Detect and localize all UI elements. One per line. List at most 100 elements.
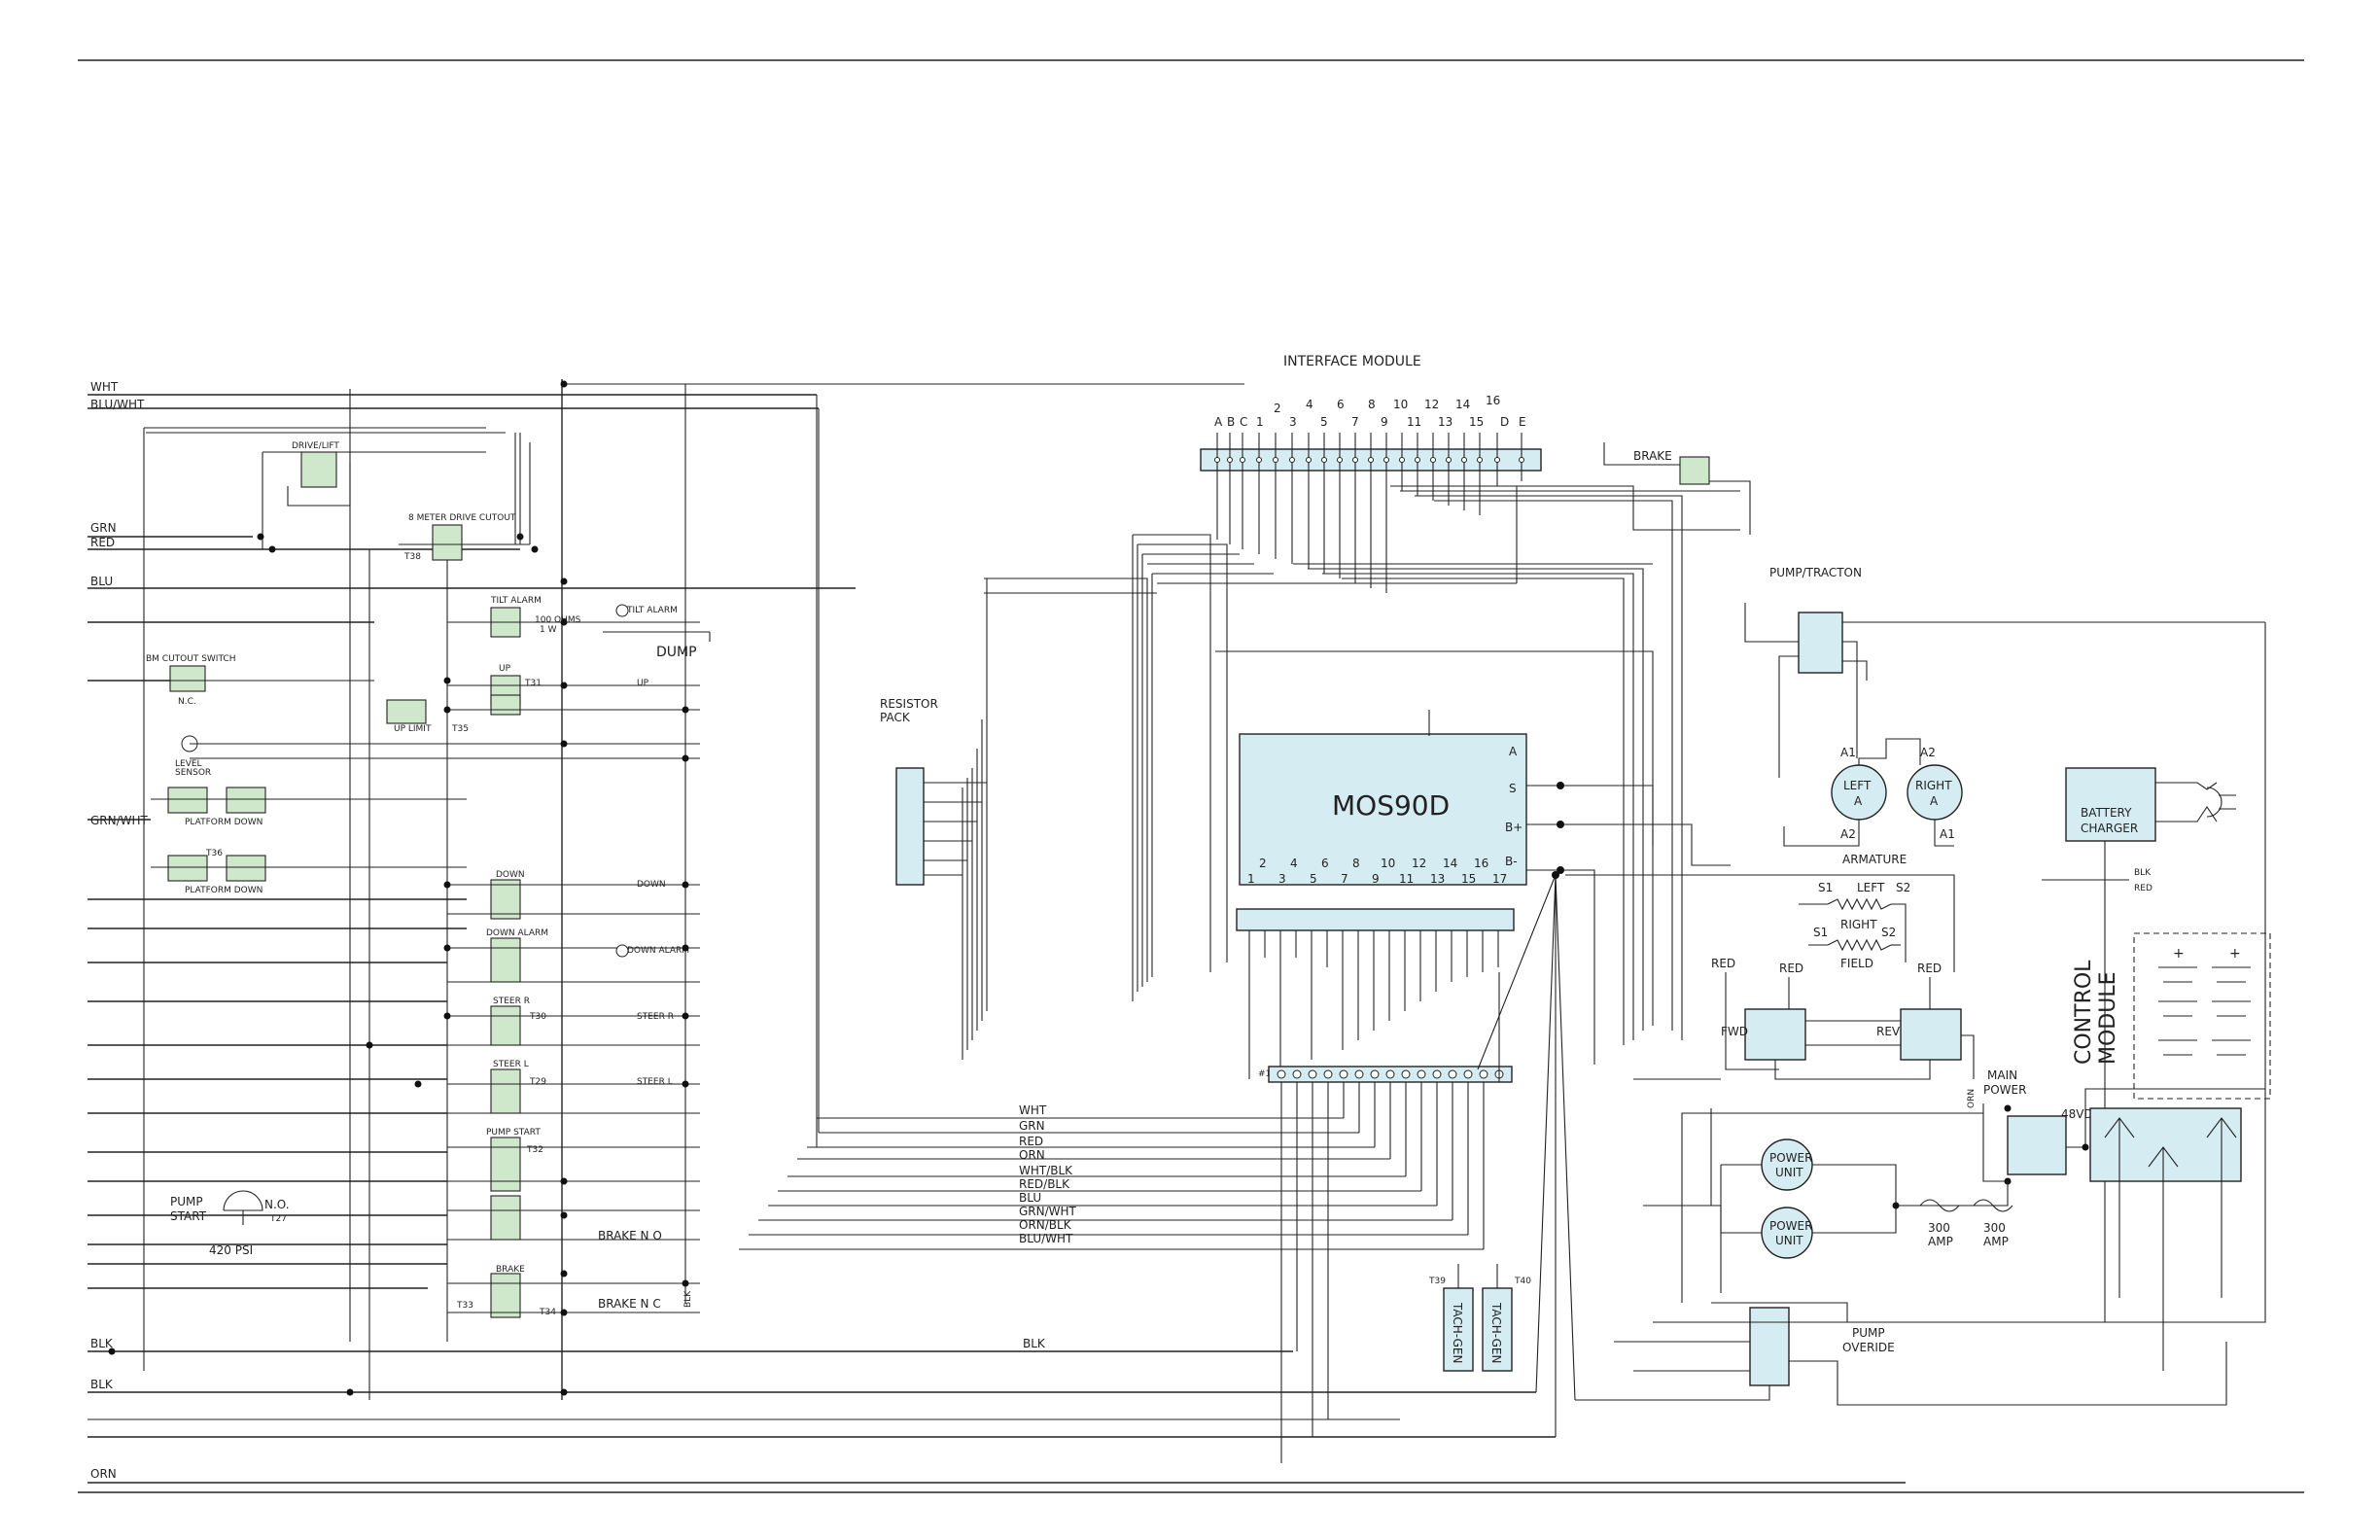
brake-nc-label: BRAKE N C [598, 1297, 661, 1311]
svg-text:BLK: BLK [1023, 1337, 1046, 1350]
pump-overide-contactor [1749, 1307, 1790, 1386]
svg-text:3: 3 [1289, 415, 1297, 429]
left-motor-label-2: A [1854, 794, 1863, 808]
field-wires [1565, 874, 1955, 972]
svg-text:9: 9 [1372, 872, 1380, 886]
svg-text:13: 13 [1430, 872, 1445, 886]
tach-gen-1-label: TACH-GEN [1451, 1302, 1464, 1363]
svg-text:4: 4 [1290, 857, 1298, 870]
fuse-1-label: 300 [1928, 1221, 1950, 1235]
drive-lift-switch [262, 451, 486, 549]
pump-start-relay [447, 1137, 700, 1192]
down-valve-label: DOWN [637, 880, 666, 890]
platform-down-label-2: PLATFORM DOWN [185, 886, 262, 895]
steer-l-valve-label: STEER L [637, 1077, 673, 1087]
main-power-contactor [2007, 1115, 2067, 1175]
mos90d-junctions [1557, 782, 1564, 874]
t40-label: T40 [1514, 1277, 1531, 1286]
pump-start-sw-label-2: START [170, 1209, 207, 1223]
t33-label: T33 [456, 1301, 473, 1311]
fuses [1919, 1199, 2013, 1212]
svg-text:16: 16 [1486, 394, 1500, 407]
svg-text:RED/BLK: RED/BLK [1019, 1177, 1070, 1191]
mos90d-bottom-pins-upper: 2 4 6 8 10 12 14 16 [1259, 857, 1488, 870]
svg-text:RED: RED [1019, 1135, 1043, 1148]
power-unit-2 [1761, 1207, 1813, 1259]
orn-label: ORN [1967, 1089, 1977, 1108]
right-field-label: RIGHT [1840, 918, 1877, 931]
rev-contactor [1900, 1008, 1962, 1061]
power-unit-2-label-2: UNIT [1775, 1234, 1803, 1247]
svg-text:A: A [1214, 415, 1223, 429]
interface-routing [984, 485, 1740, 1045]
meter-cutout-label: 8 METER DRIVE CUTOUT [408, 513, 516, 523]
wire-label-orn: ORN [90, 1467, 117, 1481]
s2-label-right: S2 [1881, 926, 1896, 939]
wire-label-grn: GRN [90, 521, 117, 535]
svg-text:1: 1 [1247, 872, 1255, 886]
pump-overide-wires [1575, 622, 2266, 1406]
left-armature-motor [1831, 764, 1887, 821]
t27-label: T27 [269, 1214, 287, 1224]
right-motor-label-2: A [1930, 794, 1939, 808]
ohms-w-label: 1 W [540, 625, 557, 635]
s1-label-left: S1 [1818, 881, 1833, 894]
main-power-label: MAIN [1987, 1068, 2017, 1082]
level-sensor-label: LEVEL [175, 759, 202, 769]
svg-text:14: 14 [1455, 398, 1470, 411]
level-sensor-label-2: SENSOR [175, 768, 211, 778]
brake-relay [1679, 456, 1710, 485]
interface-top-pins [1214, 433, 1524, 593]
pump-overide-label-2: OVERIDE [1842, 1341, 1895, 1354]
wire-label-grn-wht: GRN/WHT [90, 814, 149, 827]
battery-cells [2133, 932, 2271, 1100]
svg-text:6: 6 [1337, 398, 1345, 411]
t38-label: T38 [403, 552, 421, 562]
up-limit-switch [386, 699, 427, 724]
t30-label: T30 [529, 1012, 546, 1022]
svg-text:15: 15 [1461, 872, 1476, 886]
brake-switch-block [447, 1195, 700, 1318]
pump-tracton-wires [1744, 603, 2265, 778]
svg-text:B+: B+ [1505, 821, 1522, 834]
fwd-label: FWD [1721, 1025, 1748, 1038]
wire-label-blk-2: BLK [90, 1378, 114, 1391]
svg-text:C: C [1240, 415, 1247, 429]
svg-text:7: 7 [1341, 872, 1348, 886]
resistor-pack-wires [924, 578, 988, 1060]
svg-text:D: D [1500, 415, 1509, 429]
mos90d-controller [1239, 733, 1527, 886]
tilt-alarm-switch [447, 607, 711, 642]
pump-tracton-contactor [1798, 612, 1843, 674]
no-label: N.O. [264, 1198, 290, 1211]
battery-connector [2089, 1107, 2242, 1182]
svg-text:10: 10 [1381, 857, 1395, 870]
red-label-2: RED [1779, 962, 1803, 975]
fwd-rev-wires [1633, 972, 1975, 1080]
wire-label-blu: BLU [90, 575, 113, 588]
charger-red-label: RED [2134, 884, 2152, 893]
s1-label-right: S1 [1813, 926, 1828, 939]
t32-label: T32 [526, 1145, 543, 1155]
power-unit-wires [1643, 1108, 2009, 1293]
svg-text:A: A [1509, 745, 1518, 758]
fuse-1-label-2: AMP [1928, 1235, 1953, 1248]
steer-l-label: STEER L [493, 1060, 529, 1069]
right-motor-label: RIGHT [1915, 779, 1952, 792]
bm-cutout-label: BM CUTOUT SWITCH [146, 654, 236, 664]
svg-text:8: 8 [1352, 857, 1360, 870]
svg-text:BLU: BLU [1019, 1191, 1041, 1205]
svg-text:ORN/BLK: ORN/BLK [1019, 1218, 1072, 1232]
charger-plug [2155, 782, 2236, 822]
svg-text:14: 14 [1443, 857, 1457, 870]
steer-r-label: STEER R [493, 997, 530, 1006]
steer-r-valve-label: STEER R [637, 1012, 674, 1022]
interface-top-pin-labels-lower: A B C 1 3 5 7 9 11 13 15 D E [1214, 415, 1526, 429]
pump-start-sw-label: PUMP [170, 1195, 203, 1208]
up-limit-label: UP LIMIT [394, 724, 432, 734]
down-alarm-switch [447, 937, 700, 983]
mos90d-bottom-pins-lower: 1 3 5 7 9 11 13 15 17 [1247, 872, 1507, 886]
svg-text:8: 8 [1368, 398, 1376, 411]
harness-labels: WHT GRN RED ORN WHT/BLK RED/BLK BLU GRN/… [1019, 1103, 1077, 1350]
svg-text:2: 2 [1259, 857, 1267, 870]
